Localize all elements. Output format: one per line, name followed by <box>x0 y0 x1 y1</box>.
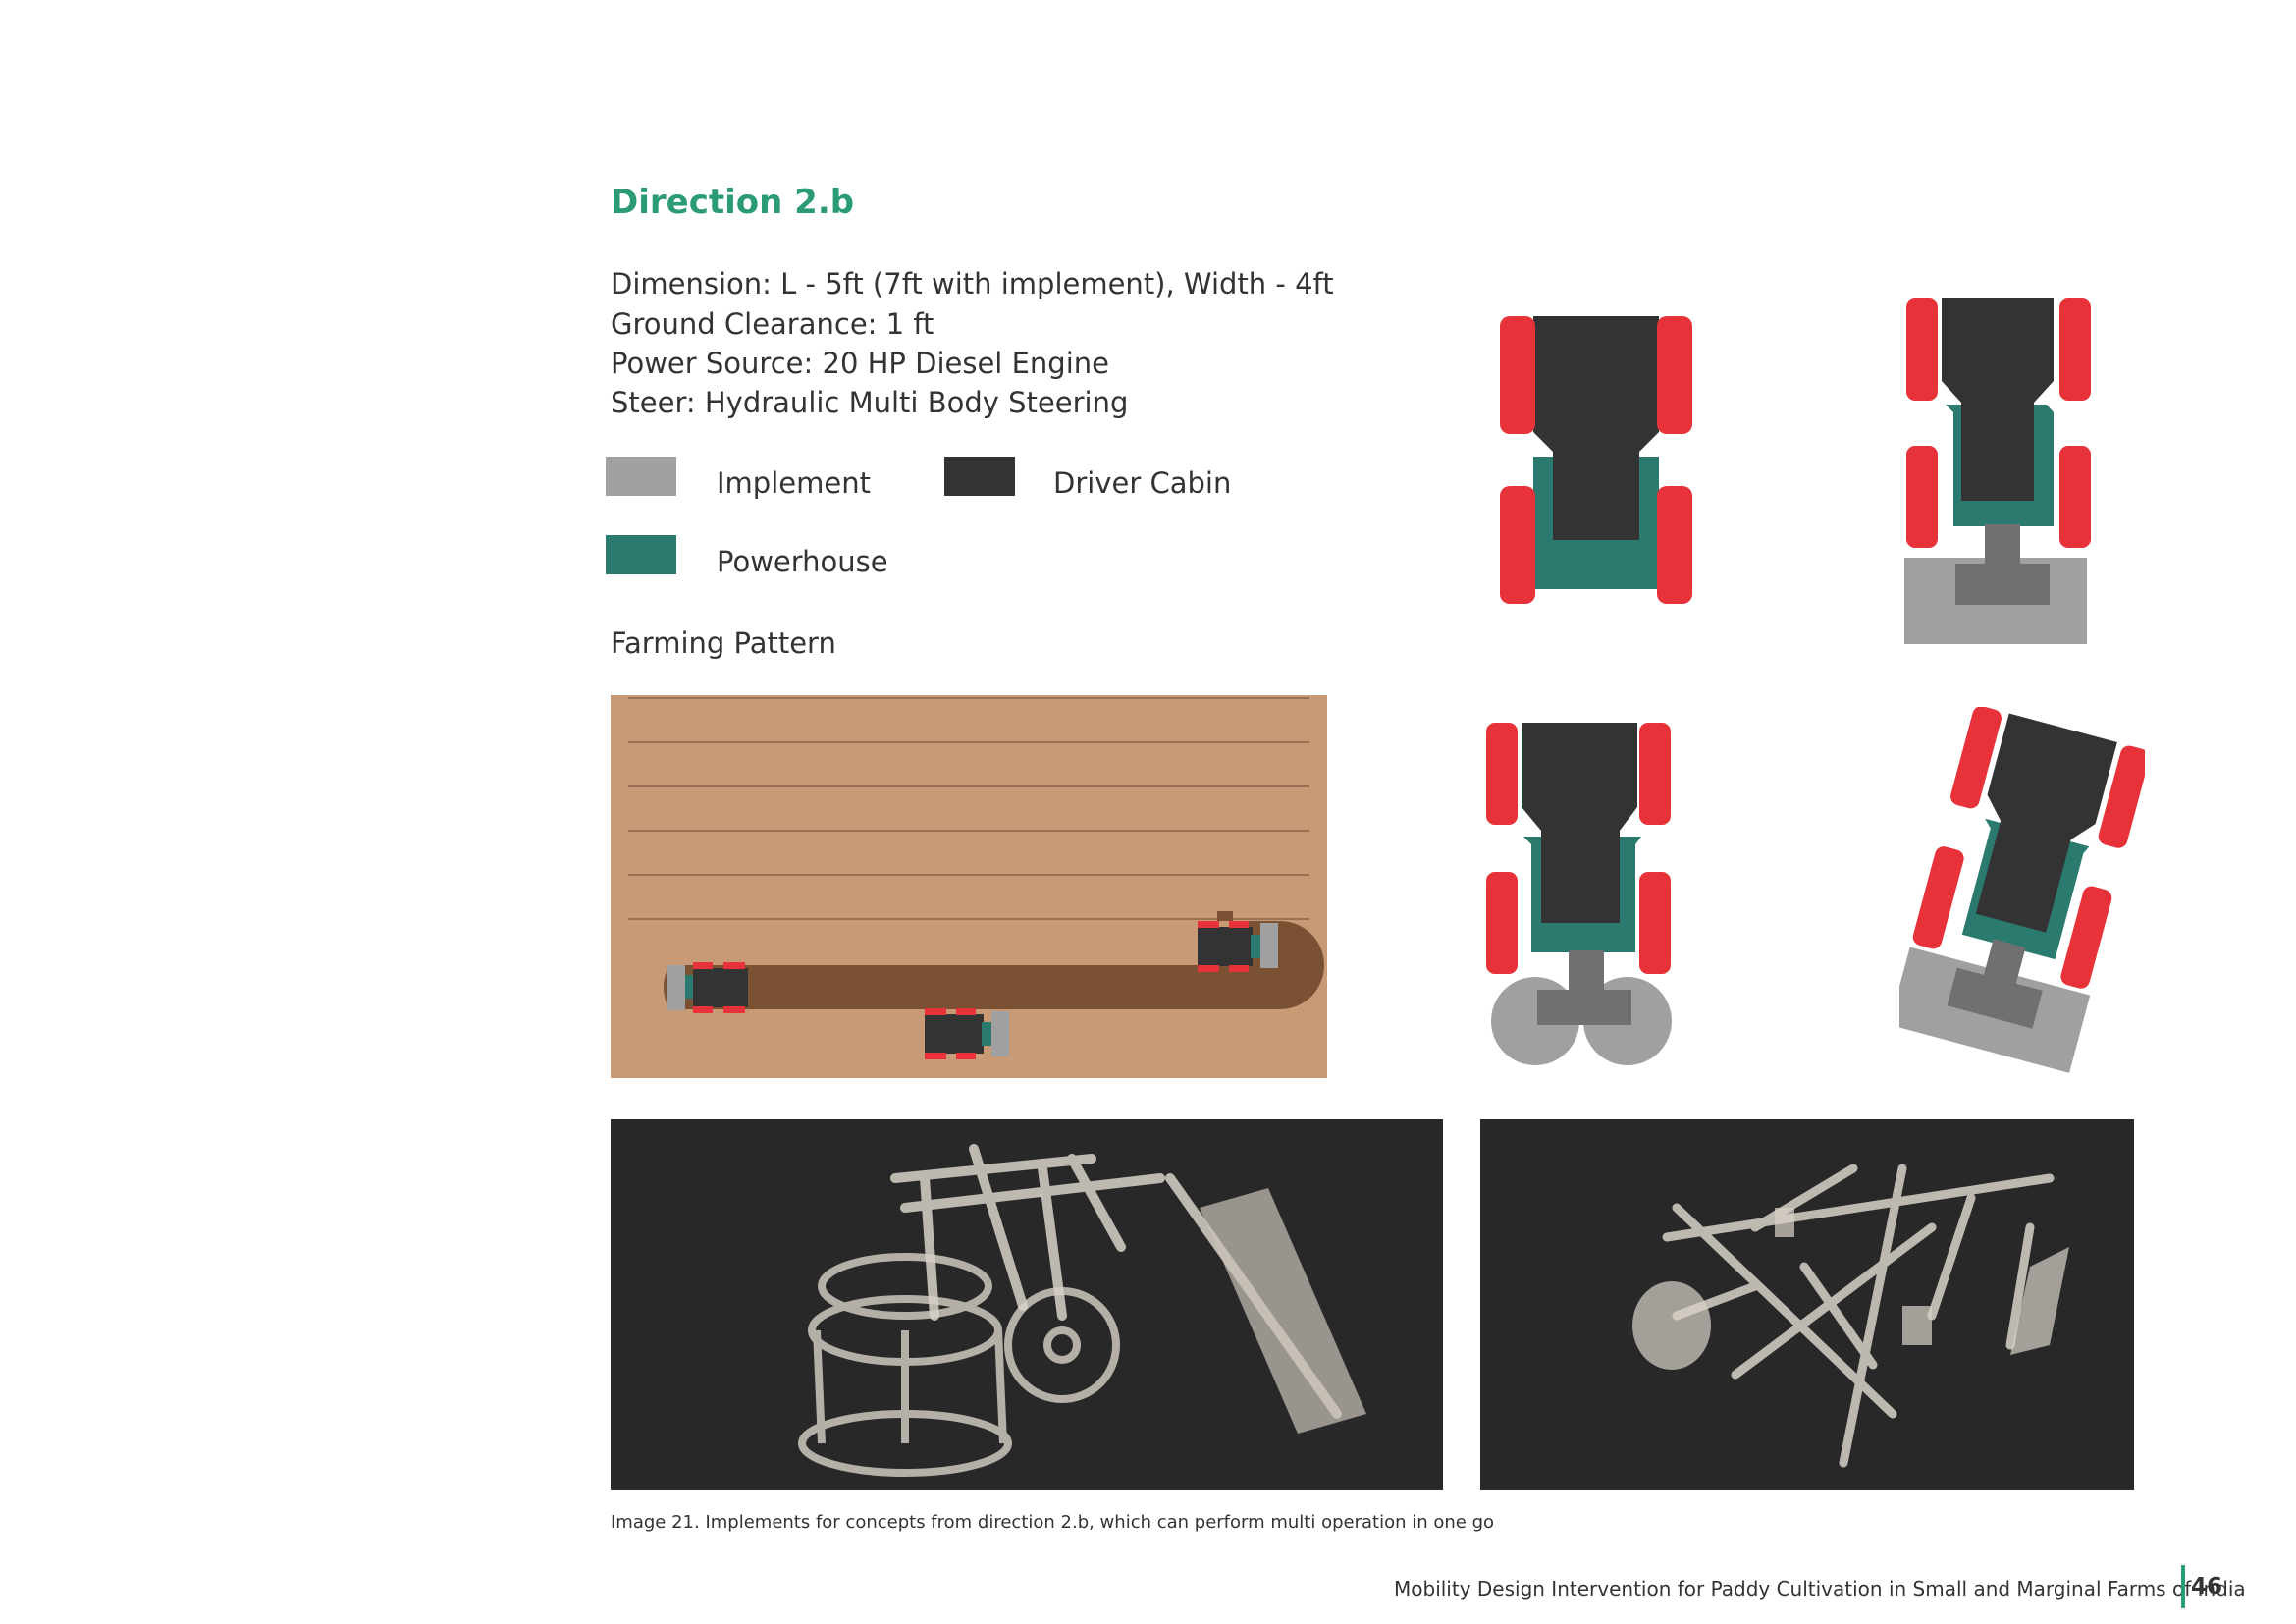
vehicle-topview-basic <box>1500 316 1692 604</box>
farming-pattern-label: Farming Pattern <box>611 626 836 660</box>
spec-steer: Steer: Hydraulic Multi Body Steering <box>611 386 1129 419</box>
vehicle-topview-steering <box>1899 707 2145 1073</box>
implement-prototype-photo-2 <box>1480 1119 2134 1490</box>
powerhouse-label: Powerhouse <box>717 545 888 578</box>
spec-power-source: Power Source: 20 HP Diesel Engine <box>611 347 1109 380</box>
tractor-left <box>667 962 748 1013</box>
vehicle-topview-with-rotary-implement <box>1486 723 1672 1065</box>
implement-swatch <box>606 457 676 496</box>
footer-title: Mobility Design Intervention for Paddy C… <box>1394 1577 2246 1600</box>
implement-label: Implement <box>717 466 871 500</box>
image-caption: Image 21. Implements for concepts from d… <box>611 1512 1495 1533</box>
driver-cabin-label: Driver Cabin <box>1053 466 1232 500</box>
section-heading: Direction 2.b <box>611 183 855 222</box>
spec-ground-clearance: Ground Clearance: 1 ft <box>611 307 934 341</box>
tractor-right <box>1198 921 1278 972</box>
powerhouse-swatch <box>606 535 676 574</box>
tractor-center <box>925 1008 1009 1059</box>
spec-dimension: Dimension: L - 5ft (7ft with implement),… <box>611 267 1334 300</box>
page-number: 46 <box>2191 1574 2223 1599</box>
footer-divider <box>2181 1565 2185 1608</box>
driver-cabin-swatch <box>944 457 1015 496</box>
implement-prototype-photo-1 <box>611 1119 1443 1490</box>
farming-pattern-field <box>611 695 1327 1078</box>
vehicle-topview-with-implement <box>1904 298 2091 644</box>
